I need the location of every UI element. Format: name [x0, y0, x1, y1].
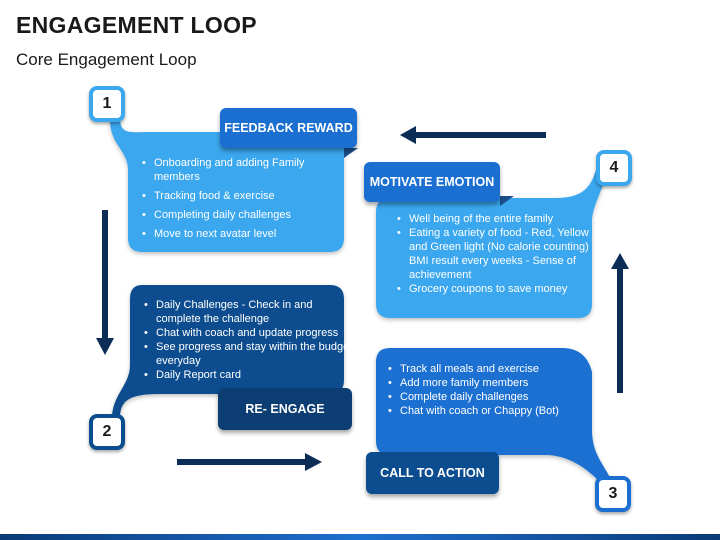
- step-3-number: 3: [595, 476, 631, 512]
- step-4-list: Well being of the entire family Eating a…: [395, 212, 597, 296]
- step-3-item: Track all meals and exercise: [388, 362, 600, 376]
- step-1-item: Move to next avatar level: [142, 227, 349, 241]
- step4-label-fold: [500, 196, 514, 206]
- arrow-up-icon: [611, 253, 629, 393]
- step-1-number: 1: [89, 86, 125, 122]
- step-3-label: CALL TO ACTION: [366, 452, 499, 494]
- step-1-list: Onboarding and adding Family members Tra…: [140, 156, 349, 246]
- step-4-number: 4: [596, 150, 632, 186]
- step-2-label: RE- ENGAGE: [218, 388, 352, 430]
- arrow-left-icon: [400, 126, 546, 144]
- arrow-down-icon: [96, 210, 114, 355]
- step-4-item: Grocery coupons to save money: [397, 282, 597, 296]
- page-title: ENGAGEMENT LOOP: [16, 12, 257, 38]
- step-4-label: MOTIVATE EMOTION: [364, 162, 500, 202]
- step-1-item: Onboarding and adding Family members: [142, 156, 349, 184]
- footer-bar: [0, 534, 720, 540]
- step-2-item: Daily Challenges - Check in and complete…: [144, 298, 354, 326]
- step-2-item: Daily Report card: [144, 368, 354, 382]
- arrow-right-icon: [177, 453, 322, 471]
- step-3-item: Chat with coach or Chappy (Bot): [388, 404, 600, 418]
- step-2-item: Chat with coach and update progress: [144, 326, 354, 340]
- step-1-label: FEEDBACK REWARD: [220, 108, 357, 148]
- step-3-item: Complete daily challenges: [388, 390, 600, 404]
- step-2-number: 2: [89, 414, 125, 450]
- step-3-list: Track all meals and exercise Add more fa…: [386, 362, 600, 418]
- step-4-item: Well being of the entire family: [397, 212, 597, 226]
- step-2-list: Daily Challenges - Check in and complete…: [142, 298, 354, 382]
- step-2-item: See progress and stay within the budget …: [144, 340, 354, 368]
- step-3-item: Add more family members: [388, 376, 600, 390]
- step-4-item: Eating a variety of food - Red, Yellow a…: [397, 226, 597, 282]
- page-subtitle: Core Engagement Loop: [16, 50, 197, 69]
- step-1-item: Completing daily challenges: [142, 208, 349, 222]
- step-1-item: Tracking food & exercise: [142, 189, 349, 203]
